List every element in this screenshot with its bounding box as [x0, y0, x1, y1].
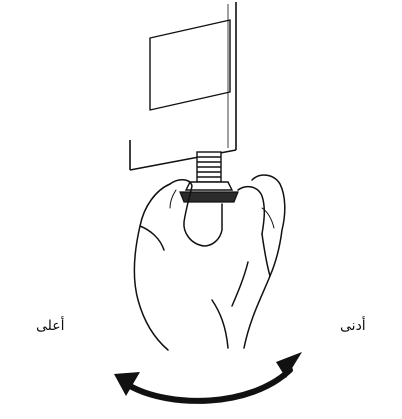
appliance-corner-icon: [130, 2, 236, 170]
double-arrow-icon: [114, 352, 302, 401]
lower-label: أدنى: [340, 318, 366, 334]
raise-label: أعلى: [36, 318, 65, 334]
